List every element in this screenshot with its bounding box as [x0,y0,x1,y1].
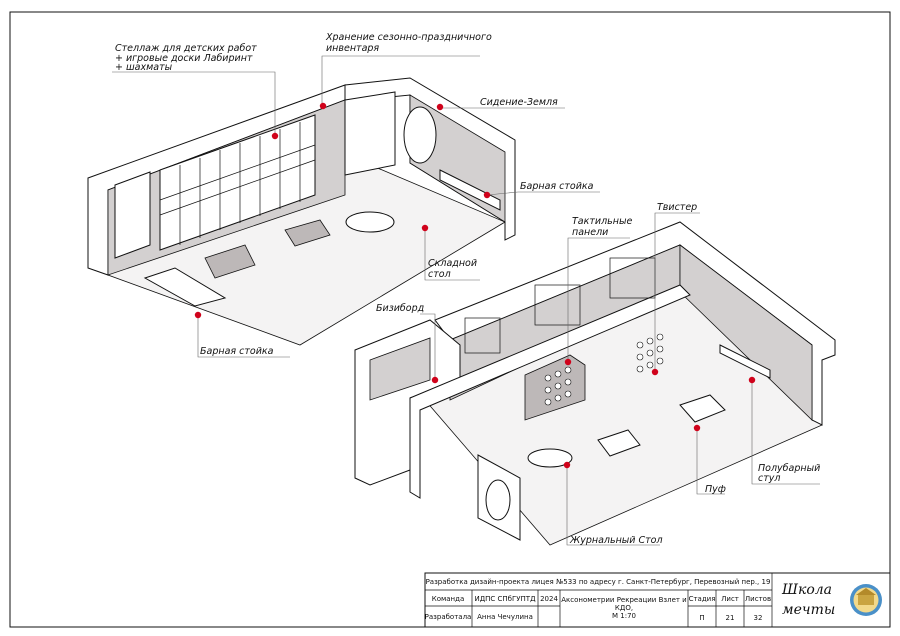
label-folding-table-1: Складной [428,258,477,269]
logo-text-1: Школа [781,582,832,598]
stage-value: П [699,614,704,622]
developer-value: Анна Чечулина [477,613,533,621]
sheet-title-3: М 1:70 [612,612,636,620]
label-tactile-panels-1: Тактильные [572,216,632,227]
label-shelving-2: + игровые доски Лабиринт [115,53,253,64]
label-shelving-3: + шахматы [115,62,173,73]
developer-label: Разработала [425,613,472,621]
label-coffee-table: Журнальный Стол [569,535,663,546]
sheet-title-2: КДО, [615,604,633,612]
sheet-label: Лист [721,595,739,603]
upper-room-axonometry [87,77,516,346]
label-pouf: Пуф [705,484,726,495]
team-value: ИДПС СПбГУПТД [474,595,536,603]
markers [194,102,756,469]
label-shelving-1: Стеллаж для детских работ [115,43,257,54]
lower-room-axonometry [354,221,836,546]
sheets-label: Листов [745,595,771,603]
label-bar-counter-left: Барная стойка [200,346,274,357]
label-storage-2: инвентаря [326,43,379,54]
team-label: Команда [432,595,465,603]
label-twister: Твистер [657,202,697,213]
school-of-dreams-logo: Школа мечты [781,582,835,618]
label-earth-seat: Сидение-Земля [480,97,558,108]
year: 2024 [540,595,558,603]
label-bar-counter-top: Барная стойка [520,181,594,192]
label-storage-1: Хранение сезонно-праздничного [325,32,492,43]
project-title: Разработка дизайн-проекта лицея №533 по … [426,578,771,586]
label-semi-bar-chair-1: Полубарный [758,463,820,474]
label-semi-bar-chair-2: стул [758,473,780,484]
logo-text-2: мечты [782,602,835,618]
sheet-value: 21 [726,614,735,622]
stage-label: Стадия [689,595,716,603]
sheet-title-1: Аксонометрии Рекреации Взлет и [561,596,686,604]
label-folding-table-2: стол [428,269,451,280]
title-block: Разработка дизайн-проекта лицея №533 по … [424,572,891,628]
university-emblem-icon [850,584,882,616]
label-busyboard: Бизиборд [376,303,425,314]
label-tactile-panels-2: панели [572,227,608,238]
sheets-value: 32 [754,614,763,622]
annotation-leaders [112,55,820,546]
